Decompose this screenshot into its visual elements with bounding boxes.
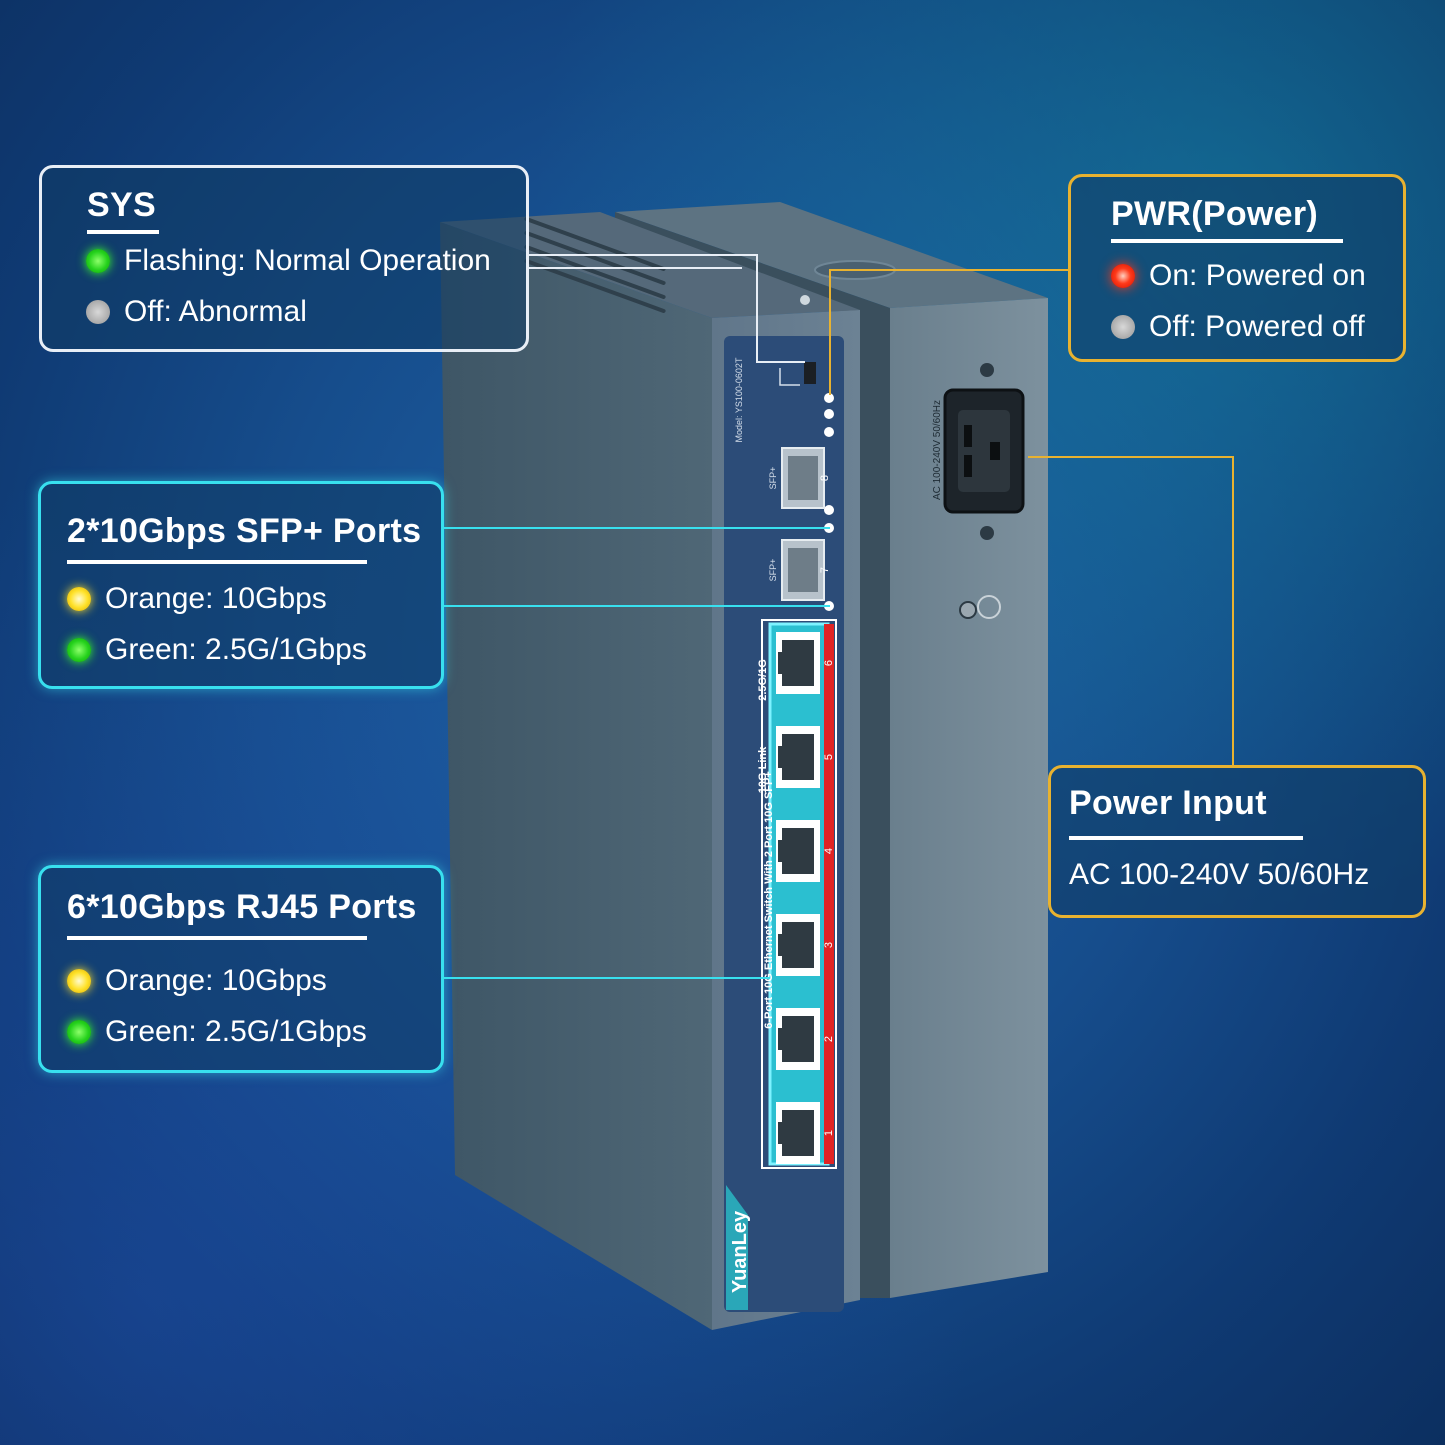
sfp-item-green: Green: 2.5G/1Gbps — [67, 633, 367, 667]
pwr-item-text: Off: Powered off — [1149, 310, 1365, 343]
sfp-port-number: 7 — [819, 567, 831, 573]
ground-screw-icon — [959, 601, 977, 619]
led-legend-10g: 10G Link — [757, 746, 769, 793]
socket-rating-label: AC 100-240V 50/60Hz — [932, 400, 943, 500]
rj45-port-jack — [782, 734, 814, 780]
red-led-icon — [1111, 264, 1135, 288]
rj45-item-text: Green: 2.5G/1Gbps — [105, 1015, 367, 1048]
top-vents — [524, 217, 666, 313]
rj45-port-number: 6 — [823, 660, 835, 666]
pwr-item-off: Off: Powered off — [1111, 310, 1365, 344]
rj45-port-latch — [778, 1122, 786, 1144]
rj45-port-jack — [782, 1110, 814, 1156]
sfp-port-number: 8 — [819, 475, 831, 481]
model-label: Model: YS100-0602T — [734, 357, 744, 442]
power-socket-inner — [958, 410, 1010, 492]
sys-item-text: Off: Abnormal — [124, 295, 307, 328]
rj45-port-number: 4 — [823, 848, 835, 854]
rear-unit-top — [615, 202, 1048, 308]
screw-icon — [980, 526, 994, 540]
rj45-highlight — [768, 622, 830, 1166]
led-legend-25g: 2.5G/1G — [757, 659, 769, 701]
gray-led-icon — [1111, 315, 1135, 339]
sfp-title-underline — [67, 560, 367, 564]
rj45-item-orange: Orange: 10Gbps — [67, 964, 327, 998]
rj45-item-text: Orange: 10Gbps — [105, 964, 327, 997]
sfp8-led — [824, 427, 834, 437]
front-unit-side — [440, 222, 712, 1330]
pwr-item-on: On: Powered on — [1111, 259, 1366, 293]
sfp-port-label: SFP+ — [768, 467, 778, 490]
sfp-callout: 2*10Gbps SFP+ Ports Orange: 10Gbps Green… — [38, 481, 444, 689]
front-label: 6-Port 10G Ethernet Switch With 2 Port 1… — [763, 771, 775, 1029]
sfp-item-text: Orange: 10Gbps — [105, 582, 327, 615]
pwr-title: PWR(Power) — [1111, 195, 1318, 233]
rj45-port: 4 — [776, 820, 835, 882]
sys-item-text: Flashing: Normal Operation — [124, 244, 491, 277]
sfp-title: 2*10Gbps SFP+ Ports — [67, 512, 422, 550]
sfp8-10g-led — [824, 505, 834, 515]
rj45-port: 5 — [776, 726, 835, 788]
reset-switch — [804, 362, 816, 384]
rj45-port: 1 — [776, 1102, 835, 1164]
power-input-title-underline — [1069, 836, 1303, 840]
rj45-port-latch — [778, 840, 786, 862]
green-led-icon — [86, 249, 110, 273]
system-led — [824, 409, 834, 419]
rj45-red-strip — [824, 624, 834, 1164]
sys-title-underline — [87, 230, 159, 234]
yellow-led-icon — [67, 587, 91, 611]
sfp-port-8 — [781, 447, 825, 509]
rj45-port-latch — [778, 652, 786, 674]
sys-callout: SYS Flashing: Normal Operation Off: Abno… — [39, 165, 529, 352]
sfp-item-orange: Orange: 10Gbps — [67, 582, 327, 616]
rj45-title-underline — [67, 936, 367, 940]
brand-stripe — [726, 1185, 748, 1310]
rj45-port: 3 — [776, 914, 835, 976]
rj45-port: 6 — [776, 632, 835, 694]
rj45-item-green: Green: 2.5G/1Gbps — [67, 1015, 367, 1049]
rj45-group-outline — [761, 619, 837, 1169]
sfp-port-7 — [781, 539, 825, 601]
rj45-port-jack — [782, 828, 814, 874]
rj45-port-latch — [778, 934, 786, 956]
pwr-title-underline — [1111, 239, 1343, 243]
ground-symbol-icon — [977, 595, 1001, 619]
rj45-port-jack — [782, 1016, 814, 1062]
sys-title: SYS — [87, 186, 156, 224]
yellow-led-icon — [67, 969, 91, 993]
rj45-callout: 6*10Gbps RJ45 Ports Orange: 10Gbps Green… — [38, 865, 444, 1073]
screw-icon — [980, 363, 994, 377]
gray-led-icon — [86, 300, 110, 324]
rj45-port-jack — [782, 640, 814, 686]
rj45-port-number: 2 — [823, 1036, 835, 1042]
brand-logo: YuanLey — [729, 1210, 751, 1293]
pwr-callout: PWR(Power) On: Powered on Off: Powered o… — [1068, 174, 1406, 362]
green-led-icon — [67, 638, 91, 662]
rj45-port-number: 3 — [823, 942, 835, 948]
power-led — [824, 393, 834, 403]
power-input-title: Power Input — [1069, 784, 1267, 822]
power-input-callout: Power Input AC 100-240V 50/60Hz — [1048, 765, 1426, 918]
rj45-port-number: 5 — [823, 754, 835, 760]
rj45-port-latch — [778, 746, 786, 768]
pwr-item-text: On: Powered on — [1149, 259, 1366, 292]
green-led-icon — [67, 1020, 91, 1044]
rj45-port: 2 — [776, 1008, 835, 1070]
sys-item-normal: Flashing: Normal Operation — [86, 244, 491, 278]
rj45-port-number: 1 — [823, 1130, 835, 1136]
power-input-text: AC 100-240V 50/60Hz — [1069, 858, 1370, 891]
sfp-item-text: Green: 2.5G/1Gbps — [105, 633, 367, 666]
rj45-title: 6*10Gbps RJ45 Ports — [67, 888, 417, 926]
leader-lines — [444, 254, 1234, 979]
rear-unit-side — [615, 212, 890, 1298]
rj45-port-jack — [782, 922, 814, 968]
rj45-port-latch — [778, 1028, 786, 1050]
sfp-port-label: SFP+ — [768, 559, 778, 582]
rear-unit-face — [890, 298, 1048, 1298]
sys-item-abnormal: Off: Abnormal — [86, 295, 307, 329]
rj45-ports: 6 5 4 3 2 1 — [776, 632, 835, 1164]
